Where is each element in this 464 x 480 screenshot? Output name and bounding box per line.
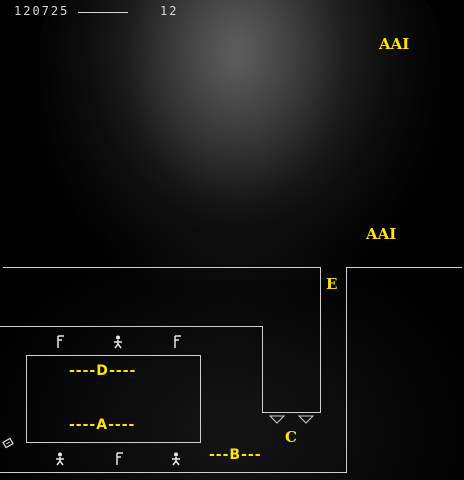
room-label-b: ---B---	[209, 447, 262, 463]
spike-right	[297, 415, 315, 424]
flag-icon	[174, 335, 181, 348]
room-label-d: ----D----	[69, 363, 137, 379]
room-label-c: C	[285, 428, 297, 446]
flag-icon	[57, 335, 64, 348]
person-icon	[114, 335, 122, 349]
room-label-e: E	[326, 275, 338, 293]
lives-readout: 12	[160, 4, 179, 18]
sign-aai-middle: AAI	[366, 225, 397, 243]
person-icon	[56, 452, 64, 466]
player-ship-icon[interactable]	[1, 436, 15, 450]
sign-aai-top: AAI	[379, 35, 410, 53]
person-icon	[172, 452, 180, 466]
room-box	[26, 355, 201, 443]
score-underline	[78, 12, 128, 13]
score-readout: 120725	[14, 4, 70, 18]
room-label-a: ----A----	[69, 417, 136, 433]
spike-left	[268, 415, 286, 424]
flag-icon	[116, 452, 123, 465]
crt-glow	[40, 0, 440, 280]
